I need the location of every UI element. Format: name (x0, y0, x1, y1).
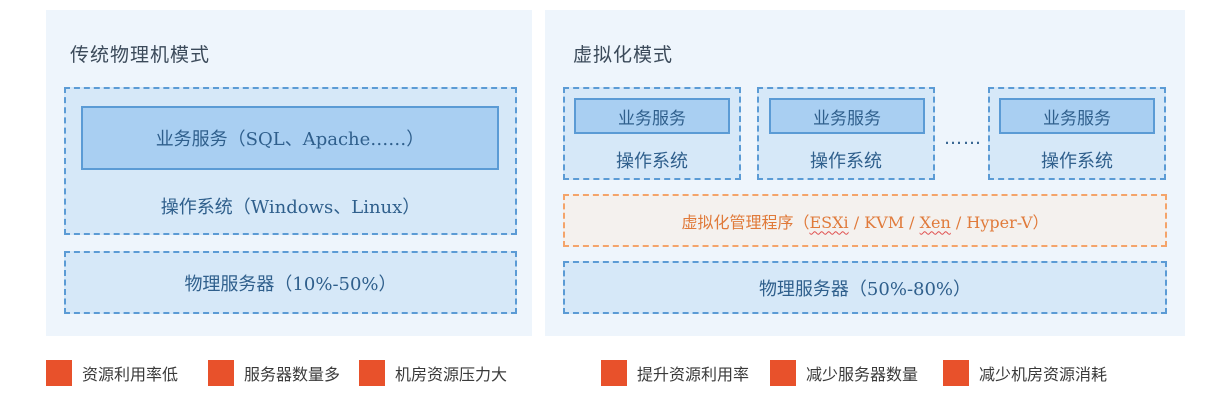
legend-right-label-3: 减少机房资源消耗 (979, 365, 1108, 384)
legend-right-3: 减少机房资源消耗 (943, 360, 1107, 386)
traditional-title: 传统物理机模式 (70, 44, 211, 66)
virtual-hardware-box: 物理服务器（50%-80%） (563, 261, 1167, 314)
legend-left-3: 机房资源压力大 (359, 360, 507, 386)
hypervisor-label: 虚拟化管理程序（ESXi / KVM / Xen / Hyper-V） (681, 209, 1048, 233)
vm-service-box-3: 业务服务 (999, 98, 1155, 134)
legend-left-label-2: 服务器数量多 (244, 365, 341, 384)
traditional-hardware-label: 物理服务器（10%-50%） (184, 273, 397, 295)
vm-service-label-3: 业务服务 (1043, 108, 1111, 129)
hypervisor-prefix: 虚拟化管理程序（ (681, 212, 810, 232)
vm-os-row-2: 操作系统 (757, 144, 935, 176)
legend-left-2: 服务器数量多 (208, 360, 340, 386)
legend-left-label-3: 机房资源压力大 (395, 365, 508, 384)
legend-swatch (601, 360, 627, 386)
hypervisor-esxi: ESXi (809, 212, 849, 232)
traditional-app-label: 业务服务（SQL、Apache……） (155, 129, 425, 150)
vm-service-label-2: 业务服务 (813, 108, 881, 129)
vm-os-label-3: 操作系统 (1041, 151, 1113, 172)
hypervisor-box: 虚拟化管理程序（ESXi / KVM / Xen / Hyper-V） (563, 194, 1167, 247)
vm-service-box-2: 业务服务 (769, 98, 925, 134)
vm-os-row-3: 操作系统 (988, 144, 1166, 176)
traditional-hardware-box: 物理服务器（10%-50%） (64, 251, 517, 314)
vm-os-row-1: 操作系统 (563, 144, 741, 176)
legend-swatch (770, 360, 796, 386)
traditional-os-label: 操作系统（Windows、Linux） (160, 197, 421, 218)
hypervisor-xen: Xen (919, 212, 951, 232)
legend-right-label-2: 减少服务器数量 (806, 365, 919, 384)
vm-os-label-2: 操作系统 (810, 151, 882, 172)
legend-swatch (943, 360, 969, 386)
legend-swatch (208, 360, 234, 386)
legend-left-1: 资源利用率低 (46, 360, 178, 386)
traditional-os-row: 操作系统（Windows、Linux） (64, 188, 517, 224)
vm-os-label-1: 操作系统 (616, 151, 688, 172)
legend-right-label-1: 提升资源利用率 (637, 365, 750, 384)
virtual-hardware-label: 物理服务器（50%-80%） (758, 278, 972, 300)
vm-service-box-1: 业务服务 (574, 98, 730, 134)
legend-swatch (46, 360, 72, 386)
hypervisor-kvm: / KVM / (848, 212, 920, 232)
legend-left-label-1: 资源利用率低 (82, 365, 179, 384)
virtual-title: 虚拟化模式 (573, 44, 674, 66)
vm-ellipsis: …… (944, 128, 982, 149)
legend-swatch (359, 360, 385, 386)
hypervisor-suffix: / Hyper-V） (950, 212, 1049, 232)
vm-service-label-1: 业务服务 (618, 108, 686, 129)
traditional-app-box: 业务服务（SQL、Apache……） (81, 106, 499, 170)
legend-right-1: 提升资源利用率 (601, 360, 749, 386)
legend-right-2: 减少服务器数量 (770, 360, 918, 386)
